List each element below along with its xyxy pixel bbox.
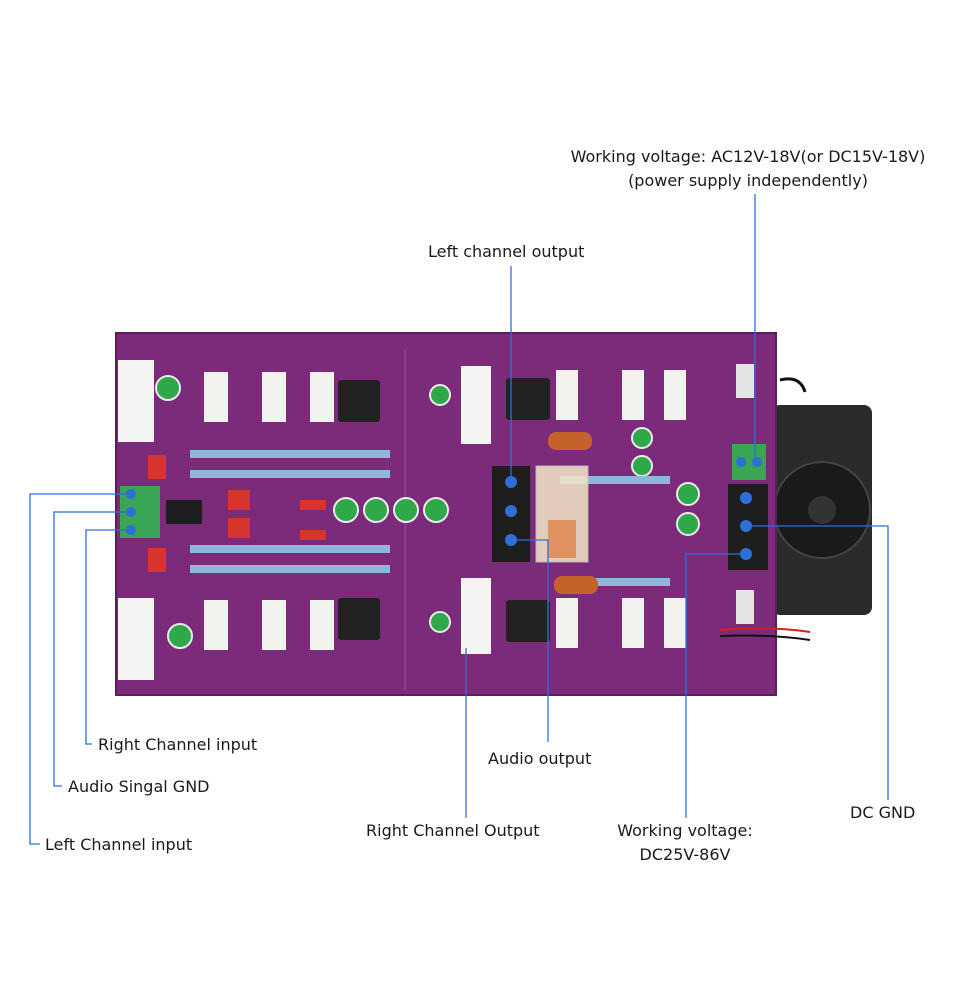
- ceramic-resistors: [204, 370, 686, 650]
- left-channel-output-label: Left channel output: [428, 242, 585, 261]
- right-channel-input-label: Right Channel input: [98, 735, 258, 754]
- working-voltage-ac-line: Working voltage: AC12V-18V(or DC15V-18V): [570, 147, 926, 166]
- dc-gnd-label: DC GND: [850, 803, 916, 822]
- film-capacitors: [148, 455, 326, 572]
- inductors: [548, 432, 598, 594]
- audio-gnd-label: Audio Singal GND: [68, 777, 210, 796]
- fuses: [736, 364, 754, 624]
- audio-output-label: Audio output: [488, 749, 592, 768]
- transistors: [338, 378, 550, 642]
- cooling-fan: [772, 377, 872, 615]
- power-resistors: [118, 360, 491, 680]
- dc-power-terminal: [728, 484, 768, 570]
- relay: [535, 465, 589, 563]
- right-channel-output-label: Right Channel Output: [366, 821, 540, 840]
- leader-lines: [29, 194, 889, 845]
- working-voltage-dc-label: Working voltage: DC25V-86V: [600, 819, 770, 867]
- working-voltage-ac-label: Working voltage: AC12V-18V(or DC15V-18V)…: [560, 145, 936, 193]
- ac-terminal: [732, 444, 766, 480]
- output-terminal: [492, 466, 530, 562]
- input-terminal: [120, 486, 202, 538]
- small-components: [190, 450, 670, 586]
- working-voltage-dc-line1: Working voltage:: [617, 821, 753, 840]
- left-channel-input-label: Left Channel input: [45, 835, 193, 854]
- capacitors: [155, 375, 700, 649]
- fan-wires: [719, 627, 811, 641]
- working-voltage-dc-line2: DC25V-86V: [639, 845, 731, 864]
- power-supply-note: (power supply independently): [628, 171, 868, 190]
